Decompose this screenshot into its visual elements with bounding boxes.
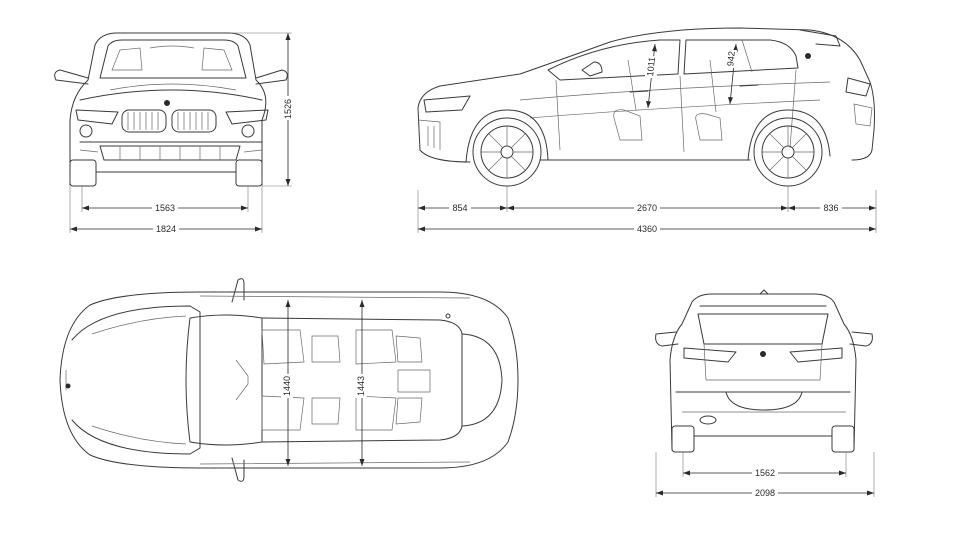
bmw-logo-icon <box>760 351 766 357</box>
bmw-logo-icon <box>65 383 71 389</box>
rear-track-label: 1562 <box>755 468 775 478</box>
width-mirrors-label: 2098 <box>755 488 775 498</box>
bmw-logo-icon <box>805 53 811 59</box>
front-height-label: 1526 <box>283 99 293 119</box>
top-dimensions: 1440 1443 <box>281 300 367 466</box>
rear-dimensions: 1562 2098 <box>655 452 875 498</box>
rear-view <box>655 289 873 453</box>
front-width-label: 1824 <box>156 224 176 234</box>
top-view <box>59 278 519 482</box>
wheelbase-label: 2670 <box>637 203 657 213</box>
rear-overhang-label: 836 <box>823 203 838 213</box>
front-track-label: 1563 <box>155 203 175 213</box>
front-shoulder-label: 1440 <box>282 376 292 396</box>
bmw-logo-icon <box>164 100 170 106</box>
rear-shoulder-label: 1443 <box>356 376 366 396</box>
front-overhang-label: 854 <box>452 203 467 213</box>
headroom-dimensions: 1011 942 <box>645 43 738 109</box>
front-dimensions: 1526 1563 1824 <box>69 32 294 234</box>
overall-length-label: 4360 <box>637 224 657 234</box>
rear-headroom-label: 942 <box>725 51 737 67</box>
front-headroom-label: 1011 <box>645 57 657 77</box>
side-dimensions: 854 2670 836 4360 <box>417 186 877 234</box>
front-view <box>54 32 288 187</box>
side-view <box>417 27 875 187</box>
